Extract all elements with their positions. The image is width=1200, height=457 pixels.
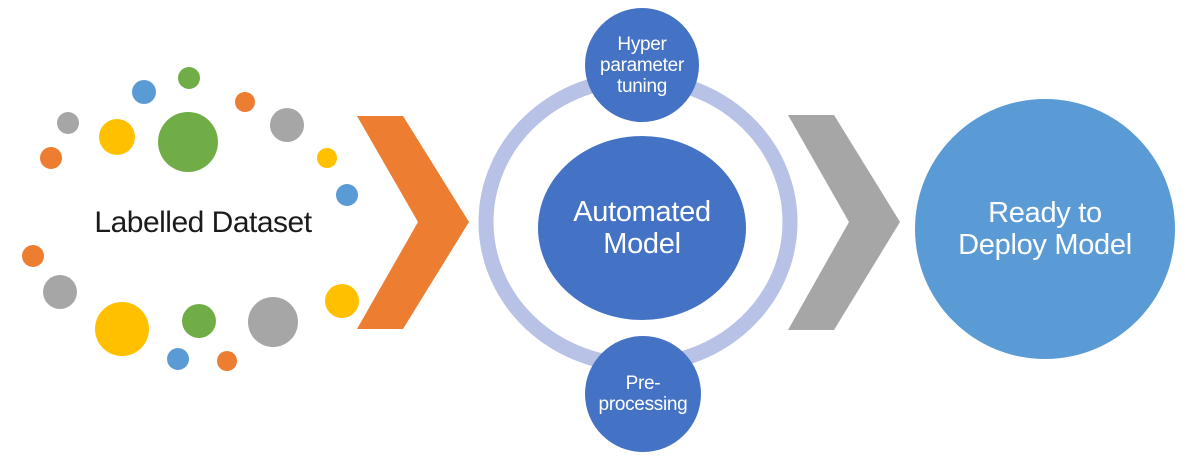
dataset-dot-blue — [167, 348, 189, 370]
dataset-dot-green — [182, 304, 216, 338]
hyperparameter-tuning-label: Hyper parameter tuning — [600, 33, 684, 97]
dataset-dot-orange — [22, 245, 44, 267]
arrow-right-icon-orange — [357, 116, 469, 329]
dataset-dot-yellow — [317, 148, 337, 168]
labelled-dataset-label: Labelled Dataset — [94, 206, 312, 239]
dataset-dot-blue — [132, 80, 156, 104]
dataset-dot-green — [178, 67, 200, 89]
automated-model-label: Automated Model — [573, 196, 711, 260]
dataset-dot-gray — [270, 108, 304, 142]
dataset-dot-gray — [248, 297, 298, 347]
arrow-right-icon-gray — [788, 115, 900, 330]
dataset-dot-orange — [40, 147, 62, 169]
dataset-dot-yellow — [95, 302, 149, 356]
ready-to-deploy-circle: Ready to Deploy Model — [915, 99, 1175, 359]
orange-chevron-shape — [357, 116, 469, 329]
preprocessing-label: Pre- processing — [598, 373, 688, 415]
hyperparameter-tuning-circle: Hyper parameter tuning — [585, 8, 699, 122]
automated-model-group: Hyper parameter tuning Automated Model P… — [460, 0, 820, 457]
preprocessing-circle: Pre- processing — [585, 336, 701, 452]
dataset-dot-orange — [235, 92, 255, 112]
dataset-dot-yellow — [325, 284, 359, 318]
labelled-dataset-group: Labelled Dataset — [0, 0, 380, 457]
dataset-dot-orange — [217, 351, 237, 371]
dataset-dot-gray — [57, 112, 79, 134]
automated-model-circle: Automated Model — [538, 136, 746, 320]
dataset-dot-blue — [336, 184, 358, 206]
dataset-dot-yellow — [99, 119, 135, 155]
gray-chevron-shape — [788, 115, 900, 330]
ready-to-deploy-label: Ready to Deploy Model — [958, 197, 1132, 261]
dataset-dot-gray — [43, 275, 77, 309]
dataset-dot-green — [158, 112, 218, 172]
